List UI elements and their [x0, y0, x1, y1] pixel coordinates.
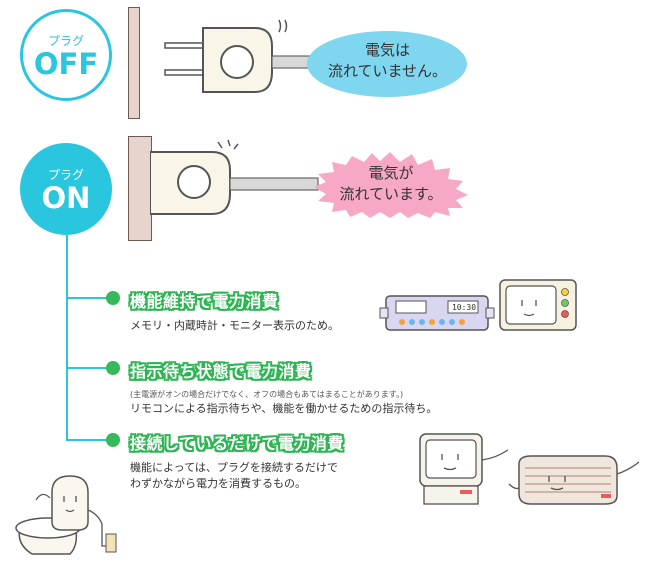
panel-button-4: [429, 319, 435, 325]
ac-face: [548, 476, 566, 491]
on-bubble-line1: 電気が: [368, 164, 414, 182]
tv-face: [441, 454, 459, 471]
off-bubble-shape: [307, 31, 467, 97]
item-2-heading: 指示待ち状態で電力消費: [130, 362, 312, 381]
panel-time-display: 10:30: [451, 303, 477, 312]
prong-lower: [164, 69, 204, 76]
microwave-illustration: [499, 279, 577, 331]
panel-time-screen: [447, 300, 479, 314]
plug-on-badge: プラグ ON: [20, 143, 112, 235]
toilet-cord: [87, 509, 114, 547]
tv-stand: [423, 485, 479, 505]
plug-on-motion-marks: [217, 139, 239, 150]
microwave-dial-3: [561, 310, 569, 318]
tree-trunk: [66, 235, 68, 440]
motion-marks: [278, 19, 288, 33]
microwave-window: [505, 285, 557, 325]
plug-on-cord: [229, 177, 319, 191]
panel-button-1: [399, 319, 405, 325]
off-bubble-text: 電気は 流れていません。: [320, 40, 455, 82]
item-2-bullet: [106, 361, 120, 375]
panel-button-3: [419, 319, 425, 325]
plug-off-illustration: [164, 19, 320, 93]
tree-branch-1: [66, 297, 110, 299]
tv-illustration: [419, 433, 509, 505]
tree-branch-3: [66, 439, 110, 441]
off-bubble-line1: 電気は: [364, 41, 410, 59]
toilet-face: [63, 496, 77, 513]
on-bubble-line2: 流れています。: [339, 185, 443, 203]
panel-button-2: [409, 319, 415, 325]
plug-off-big-label: OFF: [33, 46, 99, 81]
panel-button-7: [459, 319, 465, 325]
item-2-note: (主電源がオンの場合だけでなく、オフの場合もあてはまることがあります。): [130, 390, 404, 399]
tv-arm: [481, 449, 509, 461]
plug-off-small-label: プラグ: [47, 33, 84, 48]
ac-arms: [508, 461, 640, 490]
prong-upper: [164, 42, 204, 49]
microwave-face: [521, 300, 537, 317]
item-2-desc: リモコンによる指示待ちや、機能を働かせるための指示待ち。: [130, 402, 438, 415]
panel-left-knob: [379, 307, 389, 319]
panel-right-knob: [485, 307, 495, 319]
wall-off: [128, 7, 140, 119]
microwave-dial-2: [561, 299, 569, 307]
plug-on-small-label: プラグ: [47, 167, 84, 182]
tv-indicator: [460, 490, 472, 494]
toilet-outlet: [105, 533, 117, 553]
off-bubble-fill: [307, 31, 467, 97]
plug-face-ring: [220, 45, 254, 79]
tree-branch-2: [66, 367, 110, 369]
item-3-bullet: [106, 433, 120, 447]
on-bubble-shape: [314, 152, 468, 218]
plug-off-badge: プラグ OFF: [20, 9, 112, 101]
on-bubble-text: 電気が 流れています。: [320, 163, 462, 205]
item-3-desc-line1: 機能によっては、プラグを接続するだけで: [130, 461, 338, 474]
tv-screen: [425, 439, 477, 479]
panel-button-6: [449, 319, 455, 325]
air-conditioner-illustration: [508, 455, 640, 505]
item-3-desc-line2: わずかながら電力を消費するもの。: [130, 477, 306, 490]
plug-on-big-label: ON: [41, 180, 91, 215]
item-3-heading: 接続しているだけで電力消費: [130, 434, 345, 453]
wall-on: [128, 136, 152, 241]
plug-on-face-ring: [177, 165, 211, 199]
panel-face-screen: [395, 300, 427, 314]
ac-indicator: [601, 494, 611, 498]
toilet-arm: [35, 493, 51, 501]
plug-on-illustration: [150, 139, 319, 215]
control-panel-illustration: [379, 295, 495, 331]
on-bubble-fill: [314, 152, 468, 218]
item-1-bullet: [106, 291, 120, 305]
item-1-heading: 機能維持で電力消費: [130, 292, 279, 311]
toilet-illustration: [15, 475, 117, 555]
ac-vents: [525, 467, 611, 493]
item-1-desc: メモリ・内蔵時計・モニター表示のため。: [130, 319, 339, 332]
toilet-tank: [51, 475, 89, 531]
off-bubble-line2: 流れていません。: [327, 62, 448, 80]
panel-button-5: [439, 319, 445, 325]
microwave-dial-1: [561, 288, 569, 296]
